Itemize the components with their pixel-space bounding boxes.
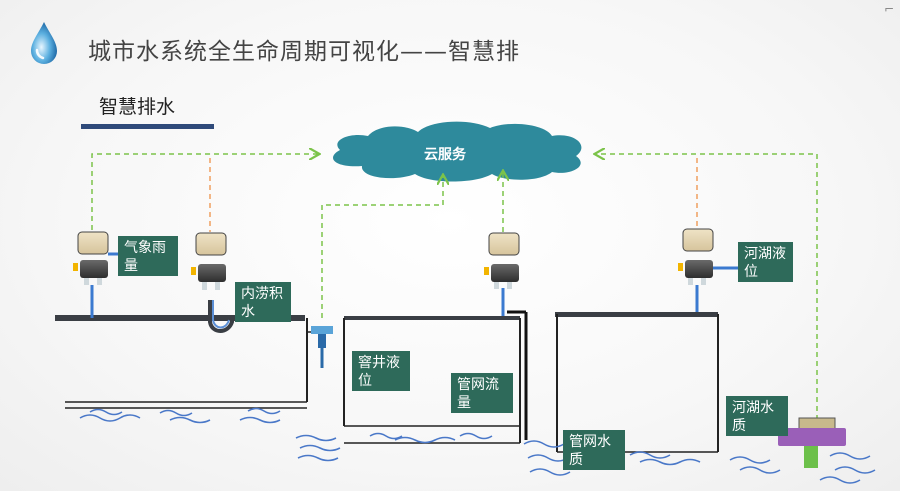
cloud-service-label: 云服务 — [424, 146, 467, 163]
water-drop-icon — [31, 22, 57, 64]
sensor-pipes — [90, 285, 699, 318]
lake-quality-probe — [778, 417, 846, 468]
label-lake-quality: 河湖水质 — [726, 396, 788, 436]
water-waves — [79, 407, 876, 484]
label-pipe-flow: 管网流量 — [451, 373, 513, 413]
label-manhole-level: 窨井液位 — [352, 351, 410, 391]
cloud-service-node: 云服务 — [333, 121, 582, 182]
label-pipe-quality: 管网水质 — [563, 430, 625, 470]
data-links — [91, 154, 818, 420]
section-subtitle: 智慧排水 — [99, 96, 176, 118]
power-links — [209, 158, 698, 232]
ground-structures — [55, 312, 719, 453]
sensor-pipe-flow — [484, 232, 520, 289]
waterlogging-pipe — [208, 300, 234, 333]
sensor-waterlogging — [191, 232, 227, 290]
manhole-level-probe — [311, 326, 333, 368]
sensor-rainfall — [73, 231, 109, 285]
label-lake-level: 河湖液位 — [738, 242, 793, 282]
label-waterlogging: 内涝积水 — [235, 282, 291, 322]
corner-mark: ⌐ — [883, 2, 894, 16]
subtitle-underline — [81, 124, 214, 129]
page-title: 城市水系统全生命周期可视化——智慧排 — [88, 39, 520, 65]
label-rainfall: 气象雨量 — [118, 236, 178, 276]
sensor-lake-level — [678, 228, 714, 285]
